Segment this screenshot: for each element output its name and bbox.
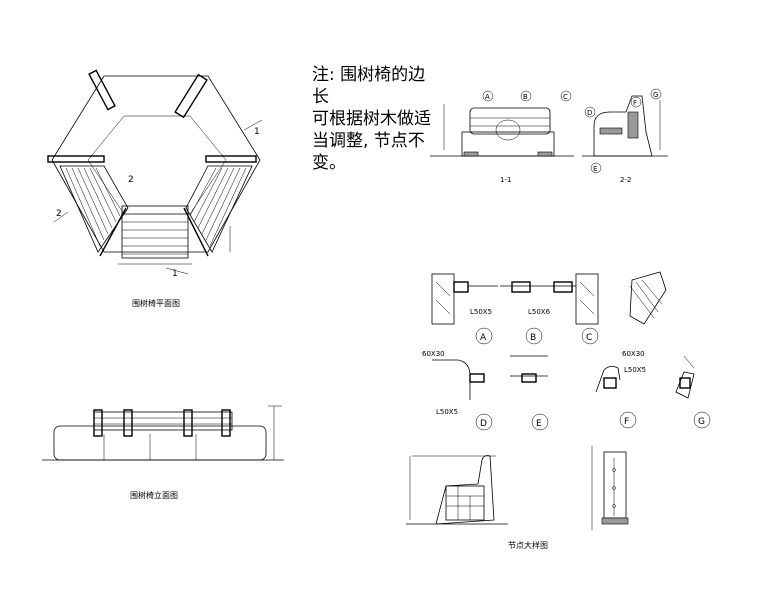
section-1-callout-a-label: A: [485, 93, 490, 101]
details-row-3: 节点大样图: [406, 446, 629, 550]
section-2-callout-d-label: D: [587, 109, 592, 117]
detail-callout-g-label: G: [698, 417, 705, 427]
section-1-callout-b-label: B: [523, 93, 528, 101]
section-1-callout-a: [482, 90, 494, 102]
plan-backrest-lower-left: [99, 207, 127, 257]
plan-title: 围树椅平面图: [132, 298, 180, 308]
elevation-seat-body: [53, 425, 267, 461]
detail-callout-e-label: E: [536, 419, 542, 429]
detail-callout-b-label: B: [530, 333, 536, 343]
plan-cut-mark-4: 2: [128, 175, 134, 185]
section-2-2: D F G E 2-2: [582, 88, 668, 184]
plan-hexagon-outline: [51, 75, 261, 253]
section-2-callout-e: [590, 162, 602, 174]
section-1-callout-b: [520, 90, 532, 102]
section-2-callout-g: [650, 88, 662, 100]
elevation-title: 围树椅立面图: [130, 490, 178, 500]
section-1-callout-c-label: C: [563, 93, 568, 101]
detail-callout-f: [619, 411, 637, 429]
plan-backrest-left: [47, 155, 105, 163]
plan-cut-mark-3: 2: [56, 209, 62, 219]
design-note: 注: 围树椅的边长 可根据树木做适 当调整, 节点不 变。: [312, 65, 431, 173]
plan-view: 1 1 2 2 围树椅平面图: [47, 69, 263, 308]
section-1-1: A B C 1-1: [430, 90, 574, 184]
detail-callout-g: [693, 411, 711, 429]
plan-backrest-lower-right: [183, 207, 209, 257]
elevation-post-2: [123, 409, 133, 437]
plan-bench-slats-left: [59, 165, 129, 253]
detail-f-dim-bottom: L50X5: [624, 366, 646, 374]
detail-callout-d: [475, 413, 493, 431]
detail-d-dim-top: 60X30: [422, 350, 445, 358]
section-1-callout-c: [560, 90, 572, 102]
detail-d-dim-bottom: L50X5: [436, 408, 458, 416]
plan-section-line-1: [243, 119, 263, 131]
section-2-callout-f: [630, 96, 642, 108]
plan-bench-slats-right: [185, 165, 253, 253]
detail-callout-b: [525, 327, 543, 345]
detail-callout-f-label: F: [624, 417, 629, 427]
detail-callout-c-label: C: [586, 333, 592, 343]
detail-a-dim: L50X5: [470, 308, 492, 316]
elevation-post-4: [221, 409, 231, 437]
detail-f-dim-top: 60X30: [622, 350, 645, 358]
section-1-title: 1-1: [500, 176, 511, 184]
plan-section-line-2: [165, 267, 189, 275]
section-2-callout-e-label: E: [593, 165, 597, 173]
section-1-base: [461, 131, 555, 157]
plan-cut-mark-1: 1: [254, 127, 260, 137]
section-1-backrest: [469, 107, 551, 135]
elevation-post-1: [93, 409, 103, 437]
plan-backrest-top-right: [174, 73, 208, 119]
detail-callout-c: [581, 327, 599, 345]
section-2-callout-d: [584, 106, 596, 118]
details-row-1: L50X5 L50X6 A B C: [431, 271, 667, 345]
detail-b-dim: L50X6: [528, 308, 551, 316]
detail-callout-e: [531, 413, 549, 431]
detail-callout-a-label: A: [480, 333, 487, 343]
detail-callout-a: [475, 327, 493, 345]
section-2-profile: [593, 95, 653, 157]
elevation-view: 围树椅立面图: [42, 405, 284, 500]
plan-cut-mark-2: 1: [172, 269, 178, 279]
plan-inner-hexagon: [87, 115, 227, 215]
details-row-2: 60X30 L50X5 D E 60X30 L50X5 F G: [422, 350, 711, 431]
elevation-post-3: [183, 409, 193, 437]
detail-sheet-title: 节点大样图: [508, 540, 548, 550]
section-2-callout-g-label: G: [653, 91, 658, 99]
elevation-backrest: [93, 411, 233, 431]
plan-backrest-top-left: [88, 69, 116, 111]
detail-bench-profile: [435, 455, 495, 525]
section-2-title: 2-2: [620, 176, 631, 184]
plan-section-line-3: [53, 211, 69, 223]
detail-callout-d-label: D: [480, 419, 487, 429]
section-2-callout-f-label: F: [633, 99, 637, 107]
plan-backrest-right: [205, 155, 257, 163]
plan-bench-slats-bottom: [121, 205, 189, 259]
